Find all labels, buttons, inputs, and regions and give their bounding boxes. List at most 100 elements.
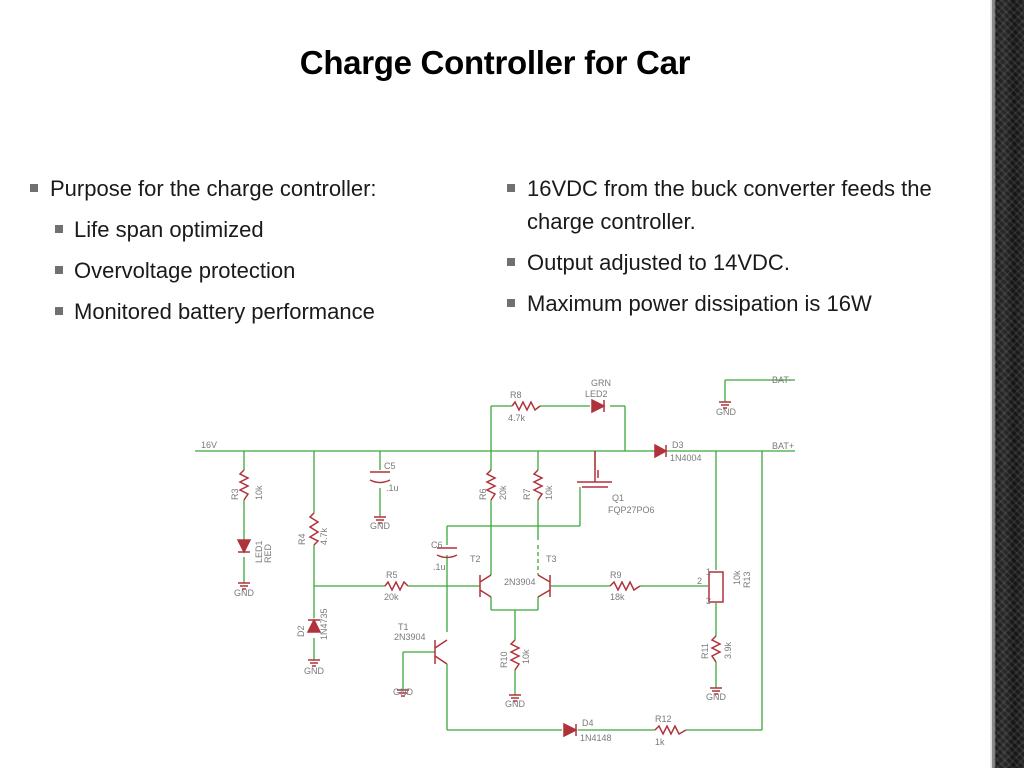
led1-symbol [236, 539, 252, 554]
sub-bullet-item: Overvoltage protection [30, 254, 480, 288]
r8-value: 4.7k [508, 413, 526, 423]
r8-label: R8 [510, 390, 522, 400]
resistor-r12 [654, 724, 687, 736]
r3-label: R3 [230, 488, 240, 500]
gnd-label: GND [706, 692, 727, 702]
bullet-item: Output adjusted to 14VDC. [507, 246, 947, 279]
c6-symbol [436, 547, 458, 559]
d3-symbol [654, 443, 668, 459]
t1-part: 2N3904 [394, 632, 426, 642]
resistor-r5 [384, 580, 409, 592]
r11-label: R11 [700, 643, 710, 659]
d2-label: D2 [296, 625, 306, 637]
c6-label: C6 [431, 540, 443, 550]
gnd-label: GND [716, 407, 737, 417]
square-bullet-icon [30, 184, 38, 192]
d3-part: 1N4004 [670, 453, 702, 463]
resistor-r10 [509, 639, 521, 671]
led1-label: LED1 [254, 540, 264, 563]
schematic-wires [195, 379, 795, 731]
r4-value: 4.7k [319, 527, 329, 545]
square-bullet-icon [55, 307, 63, 315]
t3-label: T3 [546, 554, 557, 564]
r13-pin2: 2 [697, 576, 702, 586]
bullet-text: Output adjusted to 14VDC. [527, 250, 790, 275]
right-column: 16VDC from the buck converter feeds the … [507, 172, 947, 328]
d3-label: D3 [672, 440, 684, 450]
r4-label: R4 [297, 533, 307, 545]
q1-label: Q1 [612, 493, 624, 503]
slide: Charge Controller for Car Purpose for th… [30, 44, 947, 747]
bullet-item: Maximum power dissipation is 16W [507, 287, 947, 320]
square-bullet-icon [55, 266, 63, 274]
r13-pin3: 3 [706, 596, 711, 606]
led1-color: RED [263, 543, 273, 563]
resistor-r4 [308, 512, 320, 546]
r13-value: 10k [732, 570, 742, 585]
q1-symbol [577, 451, 612, 488]
r6-label: R6 [478, 488, 488, 500]
r13-pin1: 1 [706, 567, 711, 577]
sub-bullet-item: Monitored battery performance [30, 295, 480, 329]
c5-value: .1u [386, 483, 399, 493]
t23-part: 2N3904 [504, 577, 536, 587]
t2-symbol [479, 574, 492, 598]
net-label-16v: 16V [201, 440, 217, 450]
gnd-label: GND [304, 666, 325, 676]
led2-color: GRN [591, 378, 611, 388]
r7-label: R7 [522, 488, 532, 500]
c5-symbol [369, 471, 391, 484]
bullet-text: Monitored battery performance [74, 299, 375, 324]
ground-symbols [238, 401, 731, 702]
resistor-r11 [710, 635, 722, 663]
r11-value: 3.9k [723, 641, 733, 659]
bullet-text: Purpose for the charge controller: [50, 176, 377, 201]
led2-label: LED2 [585, 389, 608, 399]
gnd-label: GND [234, 588, 255, 598]
square-bullet-icon [507, 299, 515, 307]
r12-value: 1k [655, 737, 665, 747]
gnd-label: GND [505, 699, 526, 709]
r6-value: 20k [498, 485, 508, 500]
r13-potentiometer [708, 571, 724, 603]
left-column: Purpose for the charge controller: Life … [30, 172, 480, 329]
c5-label: C5 [384, 461, 396, 471]
gnd-label: GND [393, 687, 414, 697]
slide-title: Charge Controller for Car [299, 44, 691, 81]
schematic-labels: 16V BAT- BAT+ GND GND GND GND GND GND GN… [201, 375, 794, 747]
r12-label: R12 [655, 714, 672, 724]
charge-controller-schematic: 16V BAT- BAT+ GND GND GND GND GND GND GN… [195, 375, 795, 747]
t1-label: T1 [398, 622, 409, 632]
r5-value: 20k [384, 592, 399, 602]
decorative-edge-strip [990, 0, 1024, 768]
bullet-text: Maximum power dissipation is 16W [527, 291, 872, 316]
d4-symbol [563, 722, 578, 738]
r7-value: 10k [544, 485, 554, 500]
right-bullet-list: 16VDC from the buck converter feeds the … [507, 172, 947, 320]
resistor-r9 [609, 580, 641, 592]
r9-label: R9 [610, 570, 622, 580]
resistor-r3 [238, 469, 250, 501]
r5-label: R5 [386, 570, 398, 580]
d4-label: D4 [582, 718, 594, 728]
q1-part: FQP27PO6 [608, 505, 655, 515]
bullet-item: Purpose for the charge controller: [30, 172, 480, 206]
net-label-bat-minus: BAT- [772, 375, 791, 385]
bullet-text: Life span optimized [74, 217, 264, 242]
sub-bullet-item: Life span optimized [30, 213, 480, 247]
edge-divider-line [992, 0, 994, 768]
resistor-r6 [485, 469, 497, 501]
r10-value: 10k [521, 649, 531, 664]
square-bullet-icon [507, 184, 515, 192]
square-bullet-icon [55, 225, 63, 233]
left-bullet-list: Purpose for the charge controller: Life … [30, 172, 480, 329]
bullet-item: 16VDC from the buck converter feeds the … [507, 172, 947, 238]
r13-label: R13 [742, 571, 752, 588]
schematic-components [236, 398, 731, 738]
r10-label: R10 [499, 651, 509, 668]
t2-label: T2 [470, 554, 481, 564]
net-label-bat-plus: BAT+ [772, 441, 794, 451]
bullet-text: 16VDC from the buck converter feeds the … [527, 176, 932, 234]
d4-part: 1N4148 [580, 733, 612, 743]
t3-symbol [537, 574, 551, 598]
